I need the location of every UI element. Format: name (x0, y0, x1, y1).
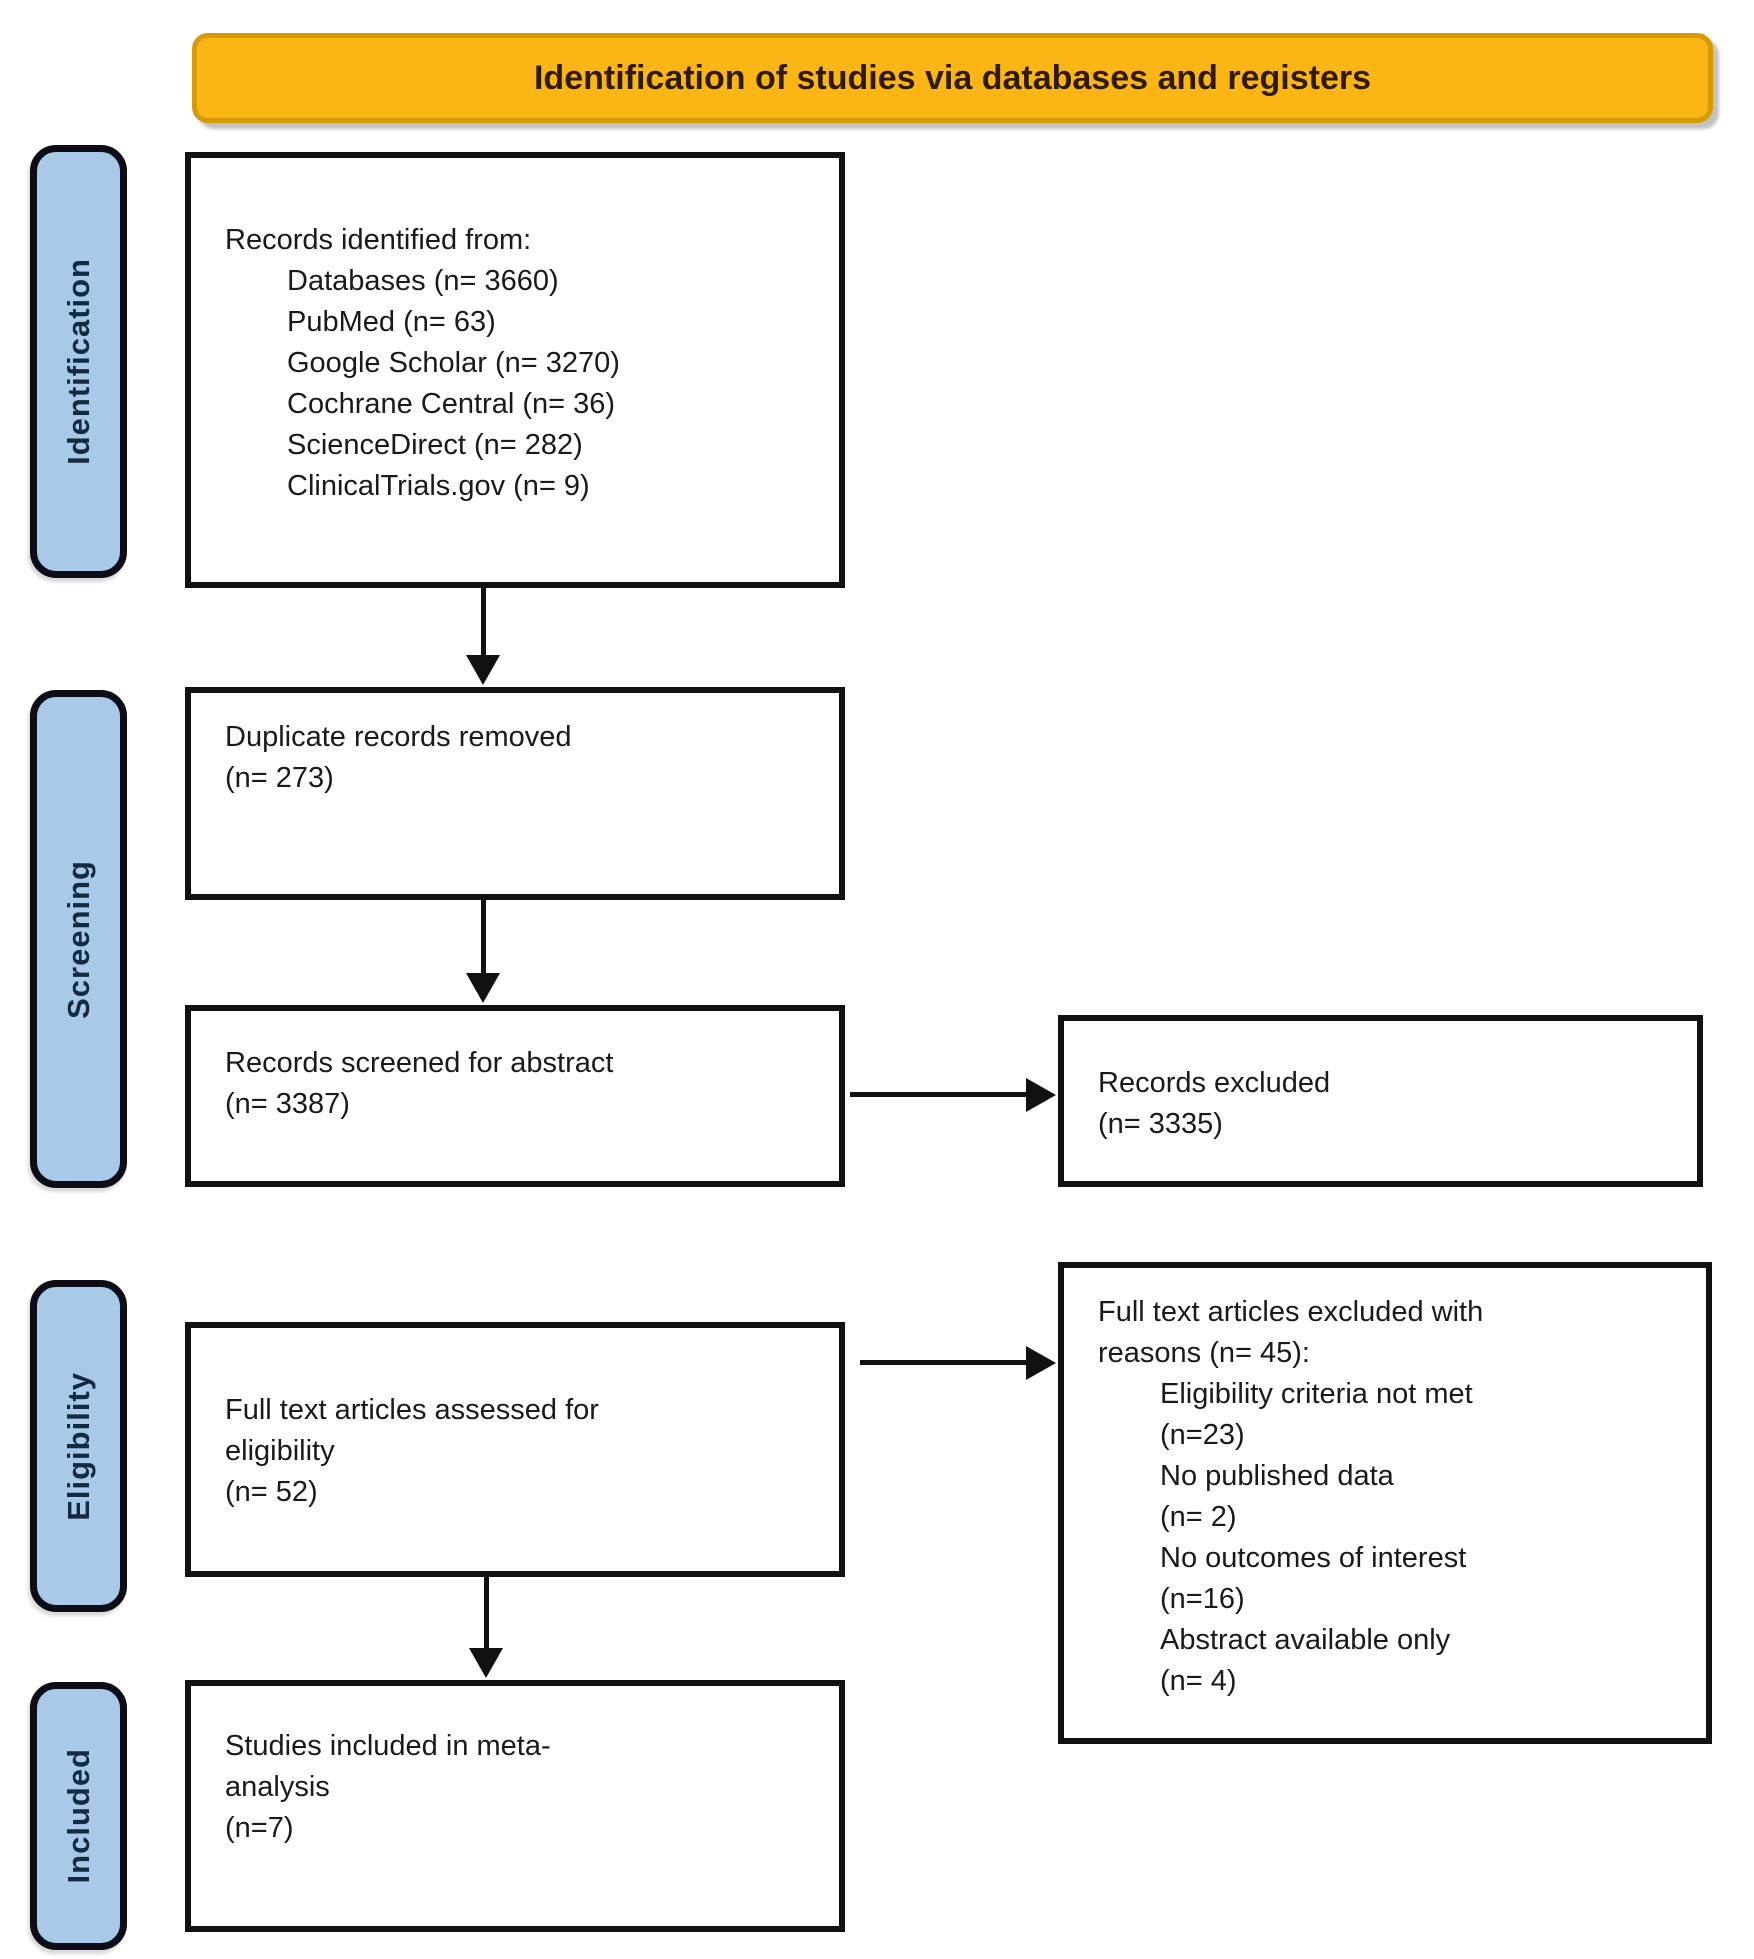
source-google-scholar: Google Scholar (n= 3270) (287, 347, 620, 379)
records-excluded-text: Records excluded (1098, 1067, 1331, 1099)
arrow-right-icon (1026, 1078, 1056, 1112)
stage-tab-screening: Screening (30, 690, 127, 1188)
box-records-identified: Records identified from: Databases (n= 3… (185, 152, 845, 588)
arrow-right-icon (1026, 1346, 1056, 1380)
included-text-2: analysis (225, 1771, 330, 1803)
duplicates-count: (n= 273) (225, 762, 334, 794)
arrow-line (850, 1092, 1026, 1097)
arrow-down-icon (466, 655, 500, 685)
source-sciencedirect: ScienceDirect (n= 282) (287, 429, 583, 461)
records-excluded-count: (n= 3335) (1098, 1108, 1223, 1140)
fulltext-text-2: eligibility (225, 1435, 335, 1467)
stage-tab-included: Included (30, 1682, 127, 1950)
screened-text: Records screened for abstract (225, 1047, 614, 1079)
duplicates-text: Duplicate records removed (225, 721, 572, 753)
box-duplicates-removed: Duplicate records removed (n= 273) (185, 687, 845, 900)
reason-nodata-count: (n= 2) (1160, 1501, 1237, 1533)
included-text-1: Studies included in meta- (225, 1730, 551, 1762)
reason-eligibility-text: Eligibility criteria not met (1160, 1378, 1473, 1410)
arrow-line (484, 1577, 489, 1650)
arrow-down-icon (466, 973, 500, 1003)
box-studies-included: Studies included in meta- analysis (n=7) (185, 1680, 845, 1932)
fulltext-excluded-intro-2: reasons (n= 45): (1098, 1337, 1310, 1369)
included-count: (n=7) (225, 1812, 294, 1844)
stage-tab-identification: Identification (30, 145, 127, 578)
box-records-screened: Records screened for abstract (n= 3387) (185, 1005, 845, 1187)
source-cochrane-central: Cochrane Central (n= 36) (287, 388, 616, 420)
box-fulltext-excluded: Full text articles excluded with reasons… (1058, 1262, 1712, 1744)
source-clinicaltrials: ClinicalTrials.gov (n= 9) (287, 470, 590, 502)
arrow-down-icon (469, 1648, 503, 1678)
stage-label-eligibility: Eligibility (60, 1371, 96, 1521)
title-banner: Identification of studies via databases … (192, 33, 1713, 123)
reason-abstractonly-text: Abstract available only (1160, 1624, 1451, 1656)
stage-label-included: Included (60, 1748, 96, 1884)
stage-label-identification: Identification (60, 258, 96, 465)
box-records-excluded: Records excluded (n= 3335) (1058, 1015, 1703, 1187)
box-fulltext-assessed: Full text articles assessed for eligibil… (185, 1322, 845, 1577)
fulltext-excluded-intro-1: Full text articles excluded with (1098, 1296, 1484, 1328)
diagram-title: Identification of studies via databases … (533, 58, 1372, 97)
fulltext-count: (n= 52) (225, 1476, 318, 1508)
arrow-line (481, 588, 486, 657)
records-identified-title: Records identified from: (225, 224, 532, 256)
reason-nodata-text: No published data (1160, 1460, 1394, 1492)
stage-label-screening: Screening (60, 859, 96, 1019)
fulltext-text-1: Full text articles assessed for (225, 1394, 599, 1426)
source-databases: Databases (n= 3660) (287, 265, 559, 297)
source-pubmed: PubMed (n= 63) (287, 306, 496, 338)
stage-tab-eligibility: Eligibility (30, 1280, 127, 1612)
reason-nooutcomes-text: No outcomes of interest (1160, 1542, 1467, 1574)
reason-eligibility-count: (n=23) (1160, 1419, 1245, 1451)
arrow-line (860, 1360, 1026, 1365)
screened-count: (n= 3387) (225, 1088, 350, 1120)
arrow-line (481, 900, 486, 975)
reason-abstractonly-count: (n= 4) (1160, 1665, 1237, 1697)
reason-nooutcomes-count: (n=16) (1160, 1583, 1245, 1615)
